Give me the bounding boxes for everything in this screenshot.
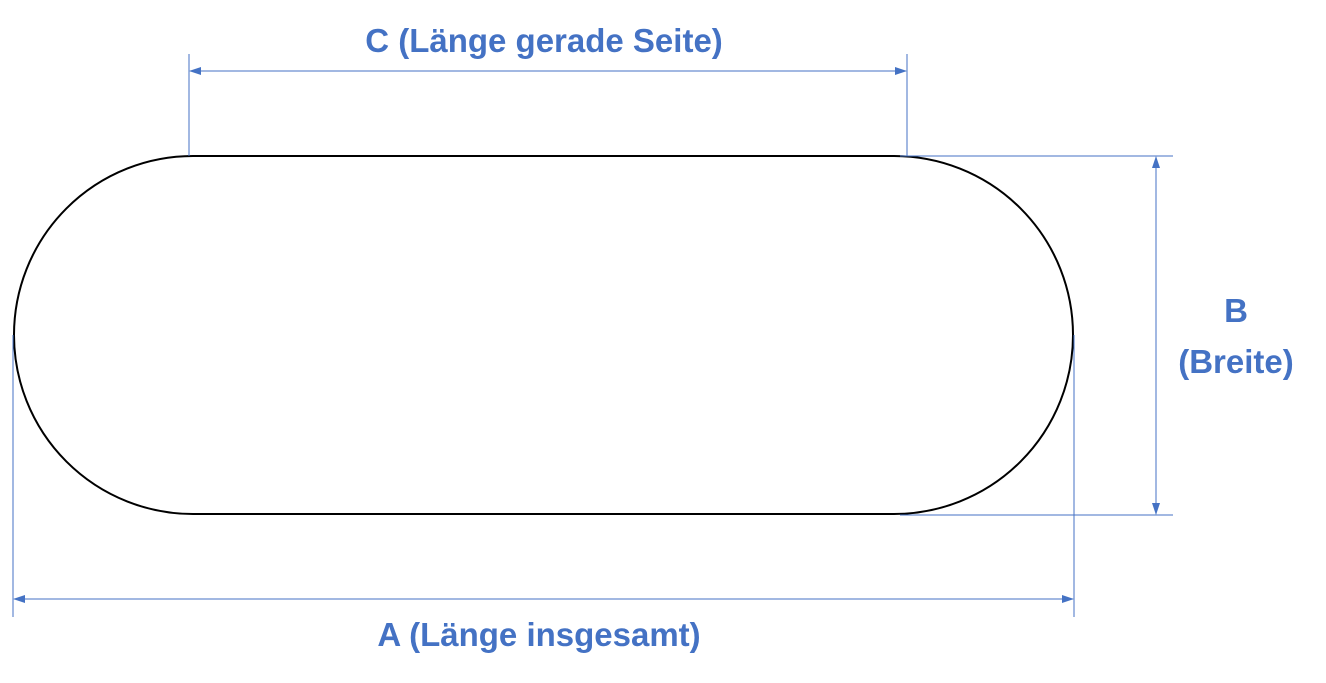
dimension-b: B (Breite) [900,155,1294,516]
stadium-shape [13,155,1074,515]
label-c: C (Länge gerade Seite) [365,22,723,59]
label-a: A (Länge insgesamt) [377,616,700,653]
label-b-word: (Breite) [1178,343,1294,380]
label-b-letter: B [1224,292,1248,329]
dimension-c: C (Länge gerade Seite) [188,22,908,156]
dimension-a: A (Länge insgesamt) [12,335,1075,653]
